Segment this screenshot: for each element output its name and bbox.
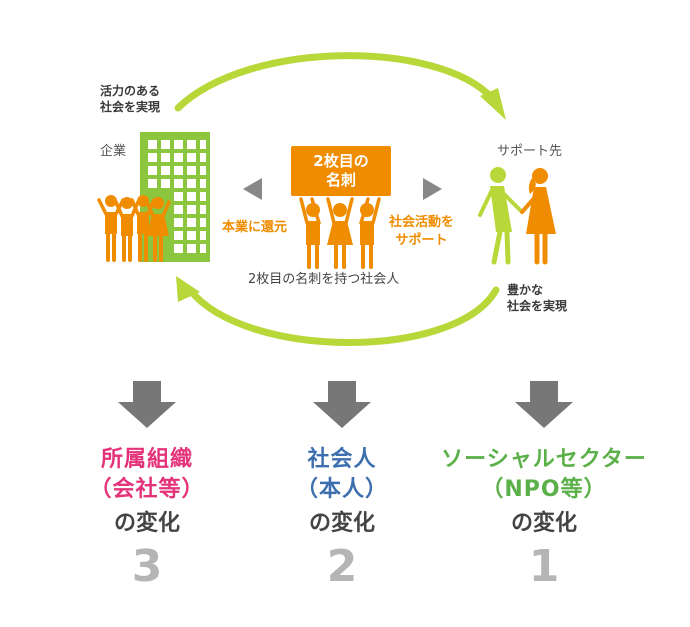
- down-arrow-icon: [313, 381, 371, 428]
- change-title: 社会人: [307, 447, 377, 472]
- bottom-right-caption: 豊かな 社会を実現: [507, 282, 567, 314]
- top-left-caption-line-1: 活力のある: [100, 84, 161, 98]
- bottom-right-caption-line-2: 社会を実現: [507, 299, 568, 314]
- handshake-people-icon: [478, 167, 556, 265]
- change-number: 2: [326, 541, 358, 592]
- change-suffix: の変化: [308, 511, 375, 536]
- card-label-line-1: 2枚目の: [313, 151, 369, 170]
- down-arrow-icon: [515, 381, 573, 428]
- right-pointer-icon: [423, 178, 442, 200]
- second-business-card: 2枚目の 名刺: [291, 146, 391, 196]
- change-number: 1: [528, 541, 560, 592]
- bottom-cycle-arrow: [186, 286, 500, 346]
- center-caption: 2枚目の名刺を持つ社会人: [248, 272, 400, 287]
- top-cycle-arrowhead: [480, 88, 506, 120]
- company-building-icon: [140, 132, 210, 262]
- support-target-label: サポート先: [497, 144, 563, 159]
- employees-group-icon: [97, 195, 171, 262]
- support-activity-line-2: サポート: [395, 232, 448, 248]
- company-label: 企業: [100, 144, 127, 159]
- change-title: 所属組織: [100, 447, 193, 472]
- bottom-right-caption-line-1: 豊かな: [507, 283, 544, 297]
- left-pointer-icon: [243, 178, 262, 200]
- bottom-cycle-arrowhead: [176, 276, 200, 302]
- change-suffix: の変化: [113, 511, 180, 536]
- top-left-caption: 活力のある 社会を実現: [100, 83, 160, 115]
- top-cycle-arrow: [174, 52, 496, 112]
- change-column-individual: 社会人 （本人） の変化 2: [227, 445, 457, 593]
- change-number: 3: [131, 541, 163, 592]
- change-column-social-sector: ソーシャルセクター （NPO等） の変化 1: [429, 445, 659, 593]
- top-left-caption-line-2: 社会を実現: [100, 100, 161, 115]
- change-column-organization: 所属組織 （会社等） の変化 3: [32, 445, 262, 593]
- change-subtitle: （NPO等）: [481, 477, 607, 502]
- down-arrow-icon: [118, 381, 176, 428]
- card-holders-icon: [299, 197, 381, 269]
- support-activity-label: 社会活動を サポート: [389, 214, 454, 249]
- support-activity-line-1: 社会活動を: [389, 215, 455, 230]
- change-title: ソーシャルセクター: [441, 447, 647, 472]
- card-label-line-2: 名刺: [325, 171, 356, 189]
- return-to-business-label: 本業に還元: [222, 220, 288, 235]
- change-subtitle: （本人）: [295, 477, 388, 502]
- change-subtitle: （会社等）: [89, 477, 205, 502]
- change-suffix: の変化: [510, 511, 577, 536]
